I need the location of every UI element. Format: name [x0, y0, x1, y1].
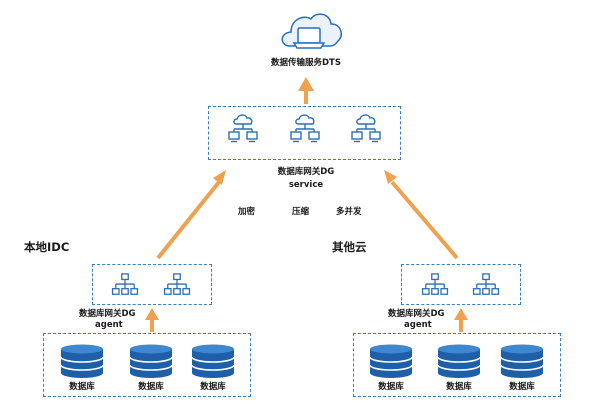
arrow-idc-to-service: [156, 170, 226, 260]
right-database-label: 数据库: [446, 382, 472, 392]
cloud-monitor-icon: [281, 13, 342, 49]
left-database-box: [43, 333, 251, 397]
feature-encryption: 加密: [238, 207, 256, 217]
arrow-left-db-to-agent: [145, 308, 159, 332]
left-database-label: 数据库: [69, 382, 95, 392]
other-cloud-label: 其他云: [332, 240, 367, 254]
left-database-label: 数据库: [200, 382, 226, 392]
local-idc-label: 本地IDC: [24, 240, 70, 254]
dts-title: 数据传输服务DTS: [271, 58, 341, 68]
right-database-label: 数据库: [378, 382, 404, 392]
gateway-service-title: 数据库网关DG: [277, 167, 335, 177]
feature-concurrency: 多并发: [336, 207, 362, 217]
arrow-service-to-dts: [298, 77, 314, 104]
gateway-service-subtitle: service: [288, 180, 324, 190]
right-agent-subtitle: agent: [404, 320, 432, 330]
arrow-cloud-to-service: [384, 170, 459, 260]
left-agent-title: 数据库网关DG: [79, 309, 136, 319]
right-agent-box: [401, 264, 521, 305]
gateway-service-box: [208, 106, 401, 160]
right-database-label: 数据库: [509, 382, 535, 392]
left-database-label: 数据库: [138, 382, 164, 392]
left-agent-subtitle: agent: [95, 320, 123, 330]
feature-compression: 压缩: [292, 207, 310, 217]
right-database-box: [353, 333, 561, 397]
arrow-right-db-to-agent: [454, 308, 468, 332]
left-agent-box: [92, 264, 212, 305]
right-agent-title: 数据库网关DG: [388, 309, 445, 319]
